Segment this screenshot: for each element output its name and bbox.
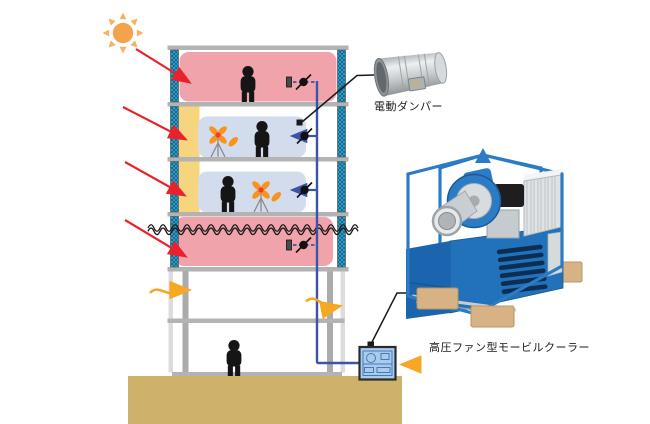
duct-riser-line [315, 81, 359, 365]
room-hot-top [179, 52, 337, 102]
ground [128, 376, 402, 424]
heat-wave-line [147, 224, 359, 236]
cooler-schematic-box [358, 341, 397, 381]
damper-symbol-floor2-open [289, 181, 316, 199]
mid-level-slab [167, 318, 345, 323]
damper-symbol-bottom-closed [286, 236, 315, 254]
sun-icon [102, 12, 144, 54]
room-cooled-floor2 [198, 171, 306, 213]
person-icon [226, 340, 242, 376]
mobile-cooler-label: 高圧ファン型モービルクーラー [429, 342, 590, 354]
leader-lines [301, 74, 414, 344]
damper-symbol-top-closed [286, 73, 315, 91]
leader-node [296, 119, 303, 126]
damper-symbol-floor3-open [289, 127, 316, 145]
heat-arrows [122, 48, 192, 258]
wind-arrows [149, 280, 422, 374]
electric-damper-label: 電動ダンパー [374, 101, 443, 113]
electric-damper-photo [373, 52, 448, 97]
mobile-cooler-photo [405, 148, 583, 328]
floor-slabs [167, 45, 349, 272]
shade-strip-floor2 [179, 161, 200, 212]
shade-strip-floor3 [179, 106, 200, 157]
ground-floor-slab [172, 372, 342, 376]
